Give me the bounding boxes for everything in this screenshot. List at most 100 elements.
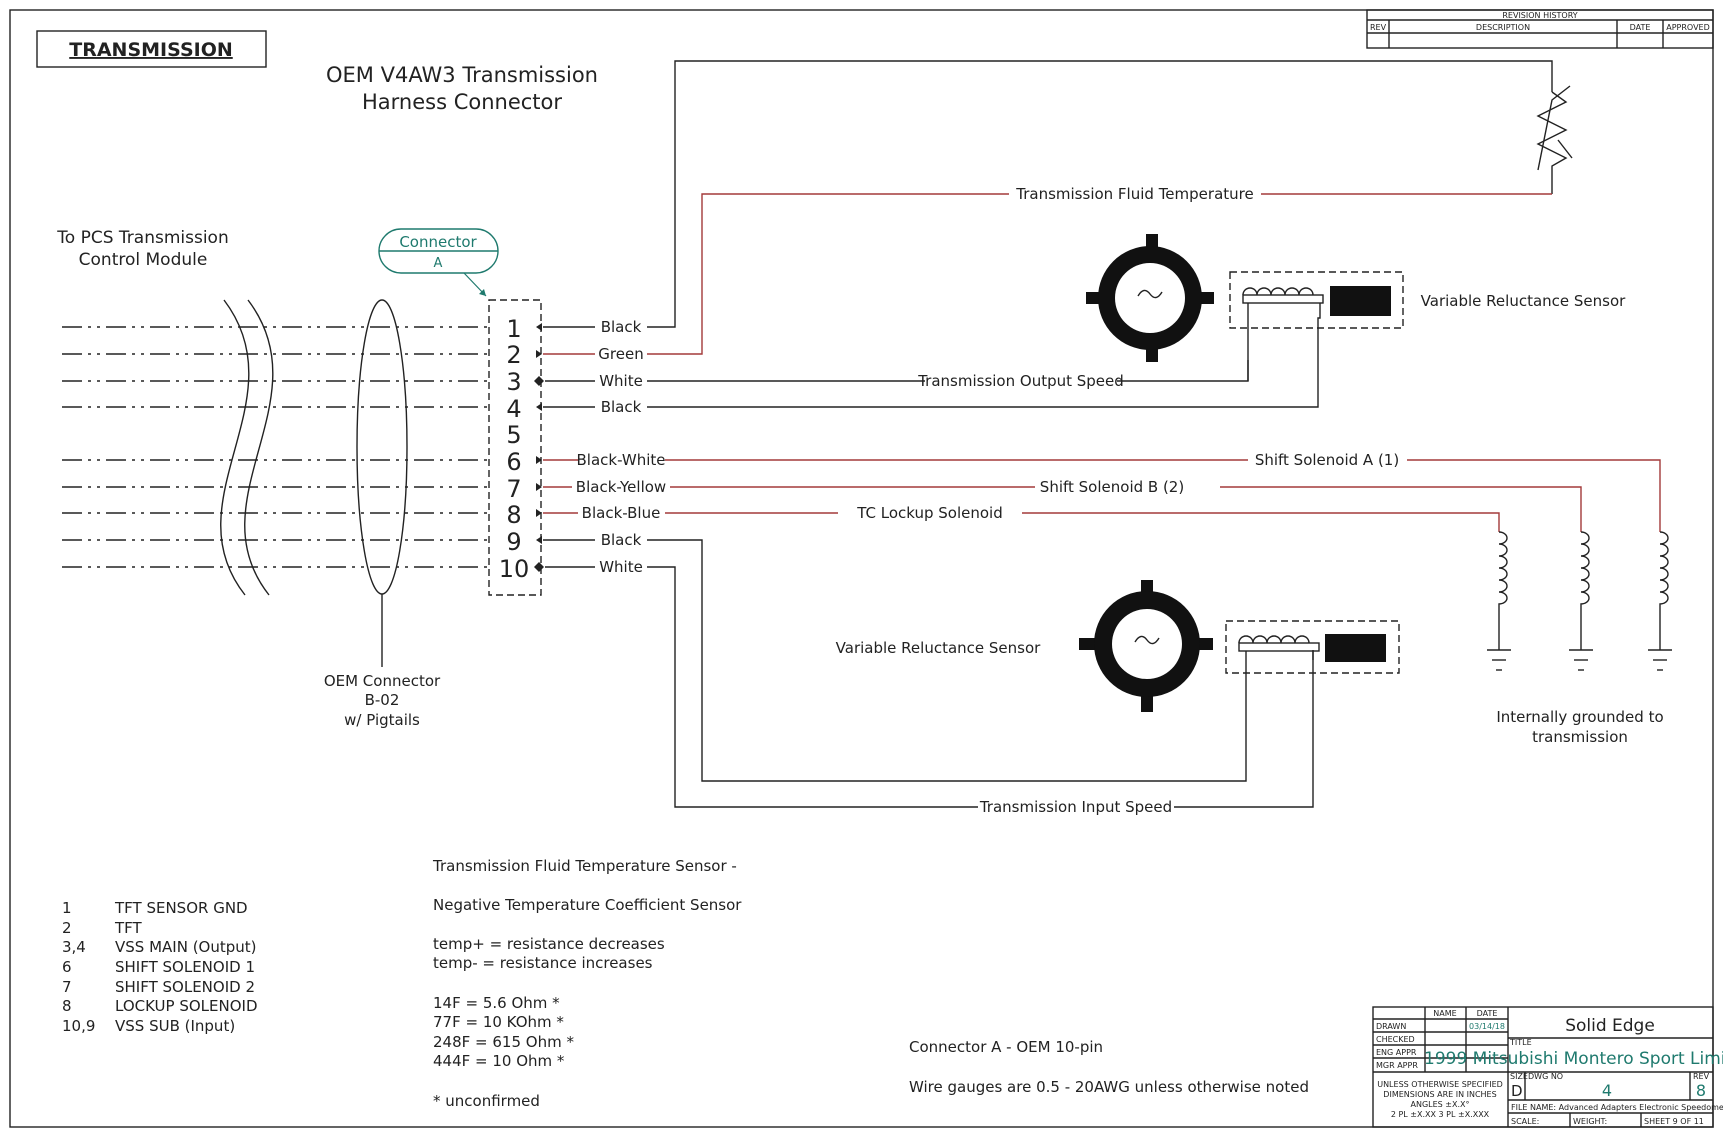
connector-a-body bbox=[488, 299, 542, 596]
tb-drawn-date: 03/14/18 bbox=[1469, 1022, 1505, 1031]
wire-pin-6: Black-White Shift Solenoid A (1) bbox=[543, 451, 1661, 532]
wire-color-label: Black bbox=[601, 531, 642, 549]
pin-number: 1 bbox=[506, 315, 521, 343]
wire-color-label: Black-White bbox=[576, 451, 665, 469]
sensor-note: temp- = resistance increases bbox=[433, 954, 653, 972]
wire-color-label: Black-Blue bbox=[582, 504, 661, 522]
vrs-top-label: Variable Reluctance Sensor bbox=[1421, 292, 1626, 310]
legend-pin: 1 bbox=[62, 899, 72, 917]
legend-pin: 8 bbox=[62, 997, 72, 1015]
legend-desc: VSS SUB (Input) bbox=[115, 1017, 235, 1035]
connector-tag-bottom: A bbox=[434, 256, 443, 271]
wire-color-label: Green bbox=[598, 345, 643, 363]
pin-number: 10 bbox=[499, 555, 530, 583]
ground-note-line-2: transmission bbox=[1532, 728, 1628, 746]
wire-pin-2: Green Transmission Fluid Temperature bbox=[543, 185, 1552, 363]
revision-date-header: DATE bbox=[1630, 23, 1651, 32]
tb-dwg-label: DWG NO bbox=[1528, 1072, 1563, 1081]
legend-pin: 7 bbox=[62, 978, 72, 996]
pin-numbers: 1 2 3 4 5 6 7 8 9 10 bbox=[499, 315, 530, 583]
wire-break-symbol bbox=[220, 299, 274, 596]
harness-wires bbox=[62, 326, 489, 568]
tb-tolerance: UNLESS OTHERWISE SPECIFIED bbox=[1377, 1080, 1503, 1089]
tb-file-name: FILE NAME: Advanced Adapters Electronic … bbox=[1511, 1103, 1723, 1112]
tb-eng-appr: ENG APPR bbox=[1376, 1048, 1417, 1057]
shift-b-label: Shift Solenoid B (2) bbox=[1040, 478, 1184, 496]
sensor-note: Negative Temperature Coefficient Sensor bbox=[433, 896, 742, 914]
pin-number: 5 bbox=[506, 421, 521, 449]
pin-markers bbox=[534, 323, 544, 572]
sensor-note: 77F = 10 KOhm * bbox=[433, 1013, 564, 1031]
legend-pin: 10,9 bbox=[62, 1017, 95, 1035]
wire-color-label: Black bbox=[601, 318, 642, 336]
oem-connector-line-2: B-02 bbox=[365, 691, 400, 709]
tb-scale: SCALE: bbox=[1511, 1117, 1539, 1126]
legend-desc: TFT SENSOR GND bbox=[114, 899, 248, 917]
wire-pin-9: Black bbox=[543, 531, 1247, 782]
wire-color-label: White bbox=[599, 372, 643, 390]
drawing-title: TRANSMISSION bbox=[69, 39, 233, 61]
legend-desc: VSS MAIN (Output) bbox=[115, 938, 257, 956]
tb-dwg: 4 bbox=[1602, 1081, 1612, 1100]
oem-connector-bundle bbox=[356, 299, 408, 595]
vrs-bottom-label: Variable Reluctance Sensor bbox=[836, 639, 1041, 657]
drawing-border bbox=[9, 9, 1714, 1128]
tb-mgr-appr: MGR APPR bbox=[1376, 1061, 1418, 1070]
wire-pin-4: Black bbox=[543, 354, 1319, 416]
connector-note-1: Connector A - OEM 10-pin bbox=[909, 1038, 1103, 1056]
pin-number: 6 bbox=[506, 448, 521, 476]
sensor-note: * unconfirmed bbox=[433, 1092, 540, 1110]
pin-number: 8 bbox=[506, 501, 521, 529]
connector-tag-top: Connector bbox=[399, 233, 477, 251]
title-block: NAME DATE DRAWN 03/14/18 CHECKED ENG APP… bbox=[1372, 1006, 1723, 1128]
sensor-note: 248F = 615 Ohm * bbox=[433, 1033, 574, 1051]
pin-number: 3 bbox=[506, 368, 521, 396]
tft-signal-label: Transmission Fluid Temperature bbox=[1015, 185, 1253, 203]
shift-a-label: Shift Solenoid A (1) bbox=[1255, 451, 1399, 469]
left-note-line-2: Control Module bbox=[79, 250, 208, 270]
tb-title-label: TITLE bbox=[1509, 1038, 1532, 1047]
solenoid-coils bbox=[1487, 531, 1672, 671]
wire-pin-7: Black-Yellow Shift Solenoid B (2) bbox=[543, 478, 1582, 532]
legend-desc: SHIFT SOLENOID 2 bbox=[115, 978, 255, 996]
tb-tolerance: ANGLES ±X.X° bbox=[1411, 1100, 1470, 1109]
sensor-note: temp+ = resistance decreases bbox=[433, 935, 665, 953]
ground-note-line-1: Internally grounded to bbox=[1496, 708, 1663, 726]
legend-pin: 2 bbox=[62, 919, 72, 937]
tb-checked: CHECKED bbox=[1376, 1035, 1415, 1044]
legend-desc: SHIFT SOLENOID 1 bbox=[115, 958, 255, 976]
legend-desc: TFT bbox=[114, 919, 143, 937]
oem-connector-line-1: OEM Connector bbox=[324, 672, 441, 690]
wire-pin-1: Black bbox=[543, 60, 1553, 336]
tb-company: Solid Edge bbox=[1565, 1016, 1655, 1036]
connector-a-tag: Connector A bbox=[378, 228, 499, 297]
wire-pin-10: White Transmission Input Speed bbox=[545, 558, 1314, 816]
oem-connector-line-3: w/ Pigtails bbox=[344, 711, 420, 729]
pin-number: 9 bbox=[506, 528, 521, 556]
wire-pin-8: Black-Blue TC Lockup Solenoid bbox=[543, 504, 1500, 532]
header-line-2: Harness Connector bbox=[362, 90, 562, 114]
revision-history: REVISION HISTORY REV DESCRIPTION DATE AP… bbox=[1366, 9, 1714, 49]
revision-approved-header: APPROVED bbox=[1666, 23, 1710, 32]
left-note-line-1: To PCS Transmission bbox=[56, 228, 228, 248]
header-line-1: OEM V4AW3 Transmission bbox=[326, 63, 598, 87]
title-box bbox=[36, 30, 267, 68]
wire-color-label: White bbox=[599, 558, 643, 576]
input-speed-label: Transmission Input Speed bbox=[979, 798, 1172, 816]
wire-color-label: Black bbox=[601, 398, 642, 416]
vr-sensor-bottom bbox=[1079, 580, 1400, 712]
sensor-note: 14F = 5.6 Ohm * bbox=[433, 994, 560, 1012]
sensor-note: Transmission Fluid Temperature Sensor - bbox=[432, 857, 737, 875]
pin-number: 2 bbox=[506, 341, 521, 369]
wire-pin-3: White Transmission Output Speed bbox=[545, 360, 1249, 390]
vr-sensor-top bbox=[1086, 234, 1404, 381]
revision-description-header: DESCRIPTION bbox=[1476, 23, 1530, 32]
tb-sheet: SHEET 9 OF 11 bbox=[1644, 1117, 1704, 1126]
wire-color-label: Black-Yellow bbox=[576, 478, 666, 496]
pin-legend: 1 TFT SENSOR GND 2 TFT 3,4 VSS MAIN (Out… bbox=[62, 899, 258, 1035]
legend-desc: LOCKUP SOLENOID bbox=[115, 997, 258, 1015]
tb-date-header: DATE bbox=[1477, 1009, 1498, 1018]
tb-tolerance: DIMENSIONS ARE IN INCHES bbox=[1383, 1090, 1496, 1099]
tb-drawn: DRAWN bbox=[1376, 1022, 1406, 1031]
